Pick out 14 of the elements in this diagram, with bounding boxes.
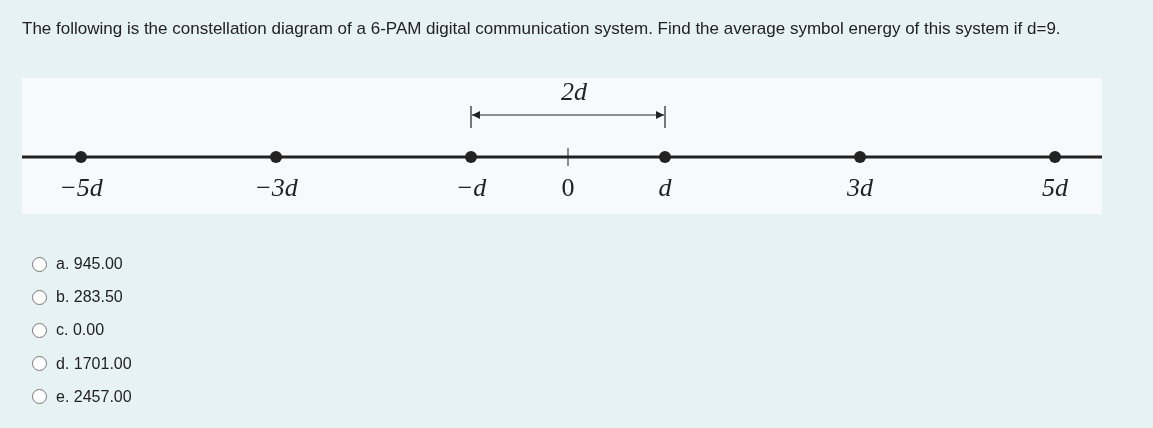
radio-option: a. 945.00: [32, 254, 123, 274]
axis-label: 0: [561, 173, 575, 203]
point-label: 3d: [847, 173, 873, 203]
radio-option: e. 2457.00: [32, 386, 132, 407]
radio-option: d. 1701.00: [32, 353, 132, 374]
radio-option: c. 0.00: [32, 320, 105, 341]
point-label: 5d: [1042, 173, 1068, 203]
point-label: −3d: [254, 173, 298, 203]
point-label: −5d: [59, 173, 103, 203]
question-text: The following is the constellation diagram of a 6-PAM digital communication system. Find the average symbol energy of this system if d=9.: [22, 18, 1062, 40]
point-label: −d: [455, 173, 487, 203]
dimension-label: 2d: [561, 77, 587, 107]
radio-option: b. 283.50: [32, 287, 123, 308]
point-label: d: [658, 173, 672, 203]
